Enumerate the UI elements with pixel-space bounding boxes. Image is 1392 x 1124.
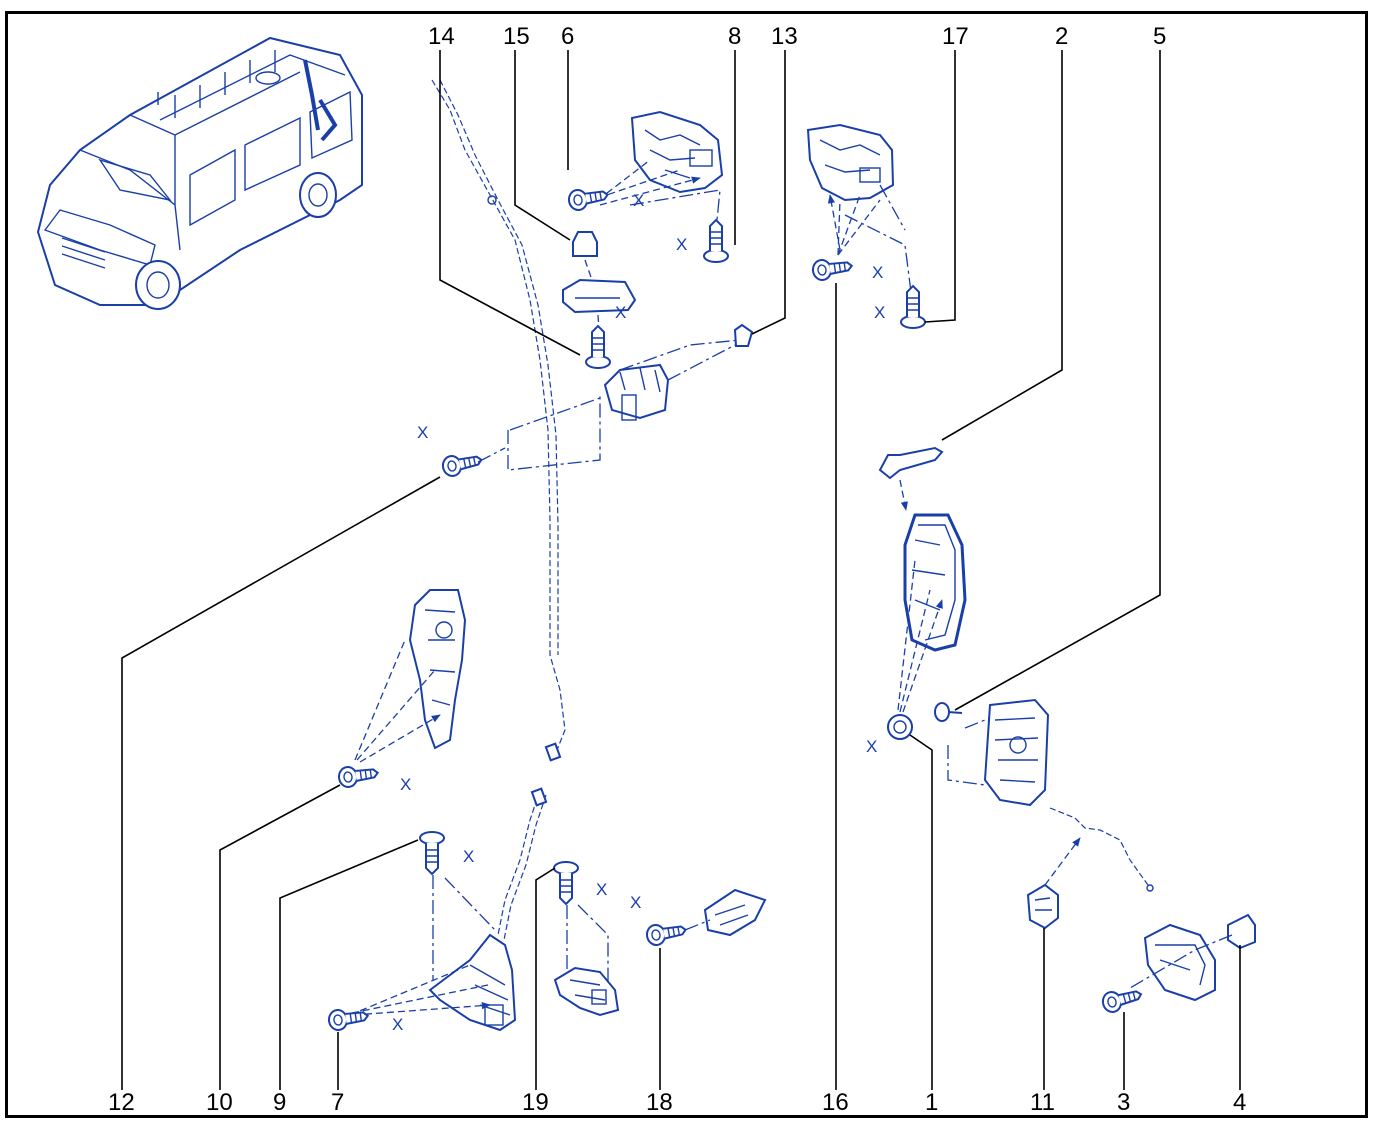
callout-18: 18: [646, 1089, 673, 1116]
callouts-bottom: 12 10 9 7 19 18 16 1 11 3 4: [108, 1089, 1246, 1116]
callout-11: 11: [1030, 1089, 1055, 1116]
leader-lines: [121, 50, 1241, 1090]
upper-lock-right: [806, 123, 926, 329]
callout-9: 9: [273, 1089, 286, 1116]
torque-marks: X X X X X X X X X X X X: [392, 191, 885, 1034]
door-lock: [934, 698, 1154, 892]
callout-19: 19: [522, 1089, 549, 1116]
torque-mark: X: [392, 1015, 403, 1034]
callout-14: 14: [428, 23, 455, 50]
lower-lock-10: [336, 589, 467, 790]
callout-1: 1: [925, 1089, 938, 1116]
release-cable: [431, 79, 566, 756]
outer-handle: [878, 446, 967, 740]
torque-mark: X: [417, 423, 428, 442]
callouts-top: 14 15 6 8 13 17 2 5: [428, 23, 1166, 50]
torque-mark: X: [596, 880, 607, 899]
callout-15: 15: [503, 23, 530, 50]
torque-mark: X: [874, 303, 885, 322]
bracket-18: [644, 888, 767, 948]
callout-10: 10: [206, 1089, 233, 1116]
screw-12: [440, 447, 506, 479]
upper-lock-left: [566, 110, 729, 263]
callout-13: 13: [771, 23, 798, 50]
lower-bracket: [326, 831, 517, 1033]
callout-3: 3: [1117, 1089, 1130, 1116]
torque-mark: X: [676, 235, 687, 254]
callout-4: 4: [1233, 1089, 1246, 1116]
torque-mark: X: [633, 191, 644, 210]
van-illustration: [36, 36, 363, 310]
inner-control-11: [1026, 837, 1081, 930]
lower-bracket-19: [553, 861, 620, 1017]
callout-16: 16: [822, 1089, 849, 1116]
upper-latch-bracket: [507, 323, 754, 471]
torque-mark: X: [630, 893, 641, 912]
callout-17: 17: [942, 23, 969, 50]
callout-8: 8: [728, 23, 741, 50]
torque-mark: X: [866, 737, 877, 756]
torque-mark: X: [463, 847, 474, 866]
callout-12: 12: [108, 1089, 135, 1116]
torque-mark: X: [615, 303, 626, 322]
callout-5: 5: [1153, 23, 1166, 50]
inner-handle-3-4: [1099, 913, 1256, 1015]
callout-2: 2: [1055, 23, 1068, 50]
torque-mark: X: [400, 775, 411, 794]
striker-assembly: [562, 231, 637, 369]
callout-7: 7: [331, 1089, 344, 1116]
callout-6: 6: [561, 23, 574, 50]
torque-mark: X: [872, 263, 883, 282]
